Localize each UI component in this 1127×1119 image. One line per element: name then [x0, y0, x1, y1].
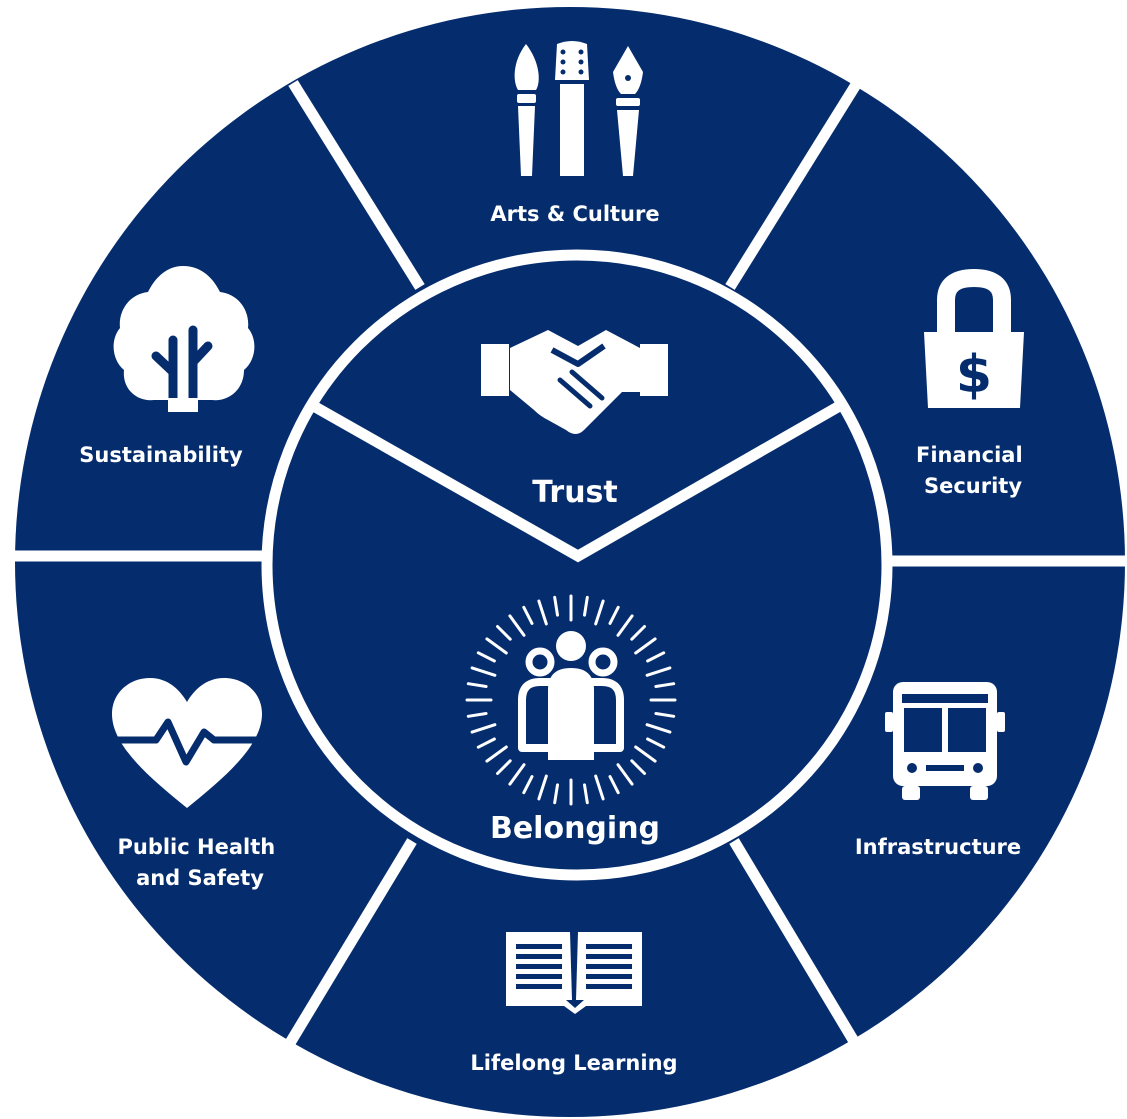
segment-label-arts-culture: Arts & Culture: [490, 202, 659, 226]
core-label-trust: Trust: [532, 475, 618, 510]
community-icon: [465, 594, 677, 806]
segment-dividers: [0, 80, 1127, 1046]
open-book-icon: [506, 932, 642, 1014]
tree-icon: [113, 266, 255, 415]
bus-icon: [885, 682, 1005, 800]
heartbeat-icon: [112, 678, 262, 808]
segment-label-financial-security: Financial Security: [916, 443, 1030, 498]
art-tools-icon: [514, 41, 643, 176]
handshake-icon: [481, 330, 668, 434]
segment-label-public-health-safety: Public Health and Safety: [117, 835, 282, 890]
core-label-belonging: Belonging: [490, 811, 660, 846]
inner-circle: [261, 249, 893, 881]
segment-label-sustainability: Sustainability: [79, 443, 243, 467]
padlock-dollar-icon: $: [924, 268, 1024, 408]
core-divider: [307, 399, 846, 563]
segment-label-infrastructure: Infrastructure: [855, 835, 1021, 859]
burst-rays: [465, 594, 677, 806]
segment-label-lifelong-learning: Lifelong Learning: [470, 1051, 677, 1075]
svg-text:$: $: [956, 345, 992, 405]
